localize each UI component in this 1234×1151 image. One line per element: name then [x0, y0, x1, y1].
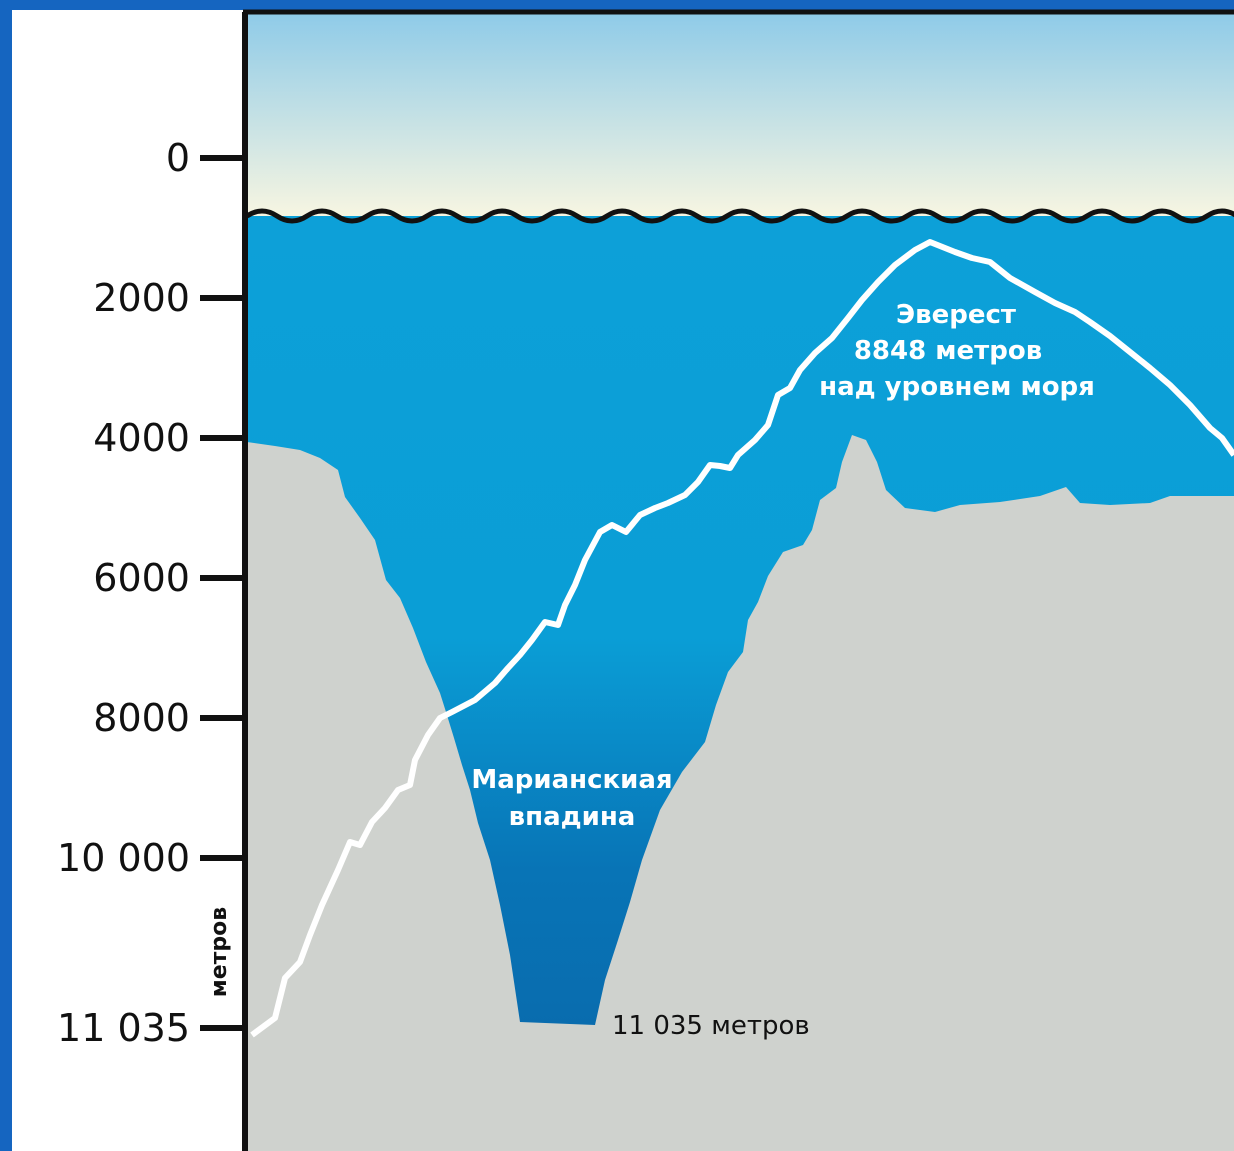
everest-label-line2: 8848 метров [854, 336, 1042, 366]
tick-label-0: 0 [166, 136, 190, 180]
tick-label-8000: 8000 [93, 696, 190, 740]
tick-label-2000: 2000 [93, 276, 190, 320]
tick-label-11035: 11 035 [57, 1006, 190, 1050]
tick-label-10000: 10 000 [57, 836, 190, 880]
everest-label-line1: Эверест [896, 300, 1016, 330]
depth-unit-label: метров [207, 907, 232, 997]
tick-label-4000: 4000 [93, 416, 190, 460]
seabed [247, 435, 1234, 1151]
sky [247, 14, 1234, 224]
trench-label-line1: Марианскиая [471, 765, 672, 795]
everest-outline [250, 239, 1234, 1038]
tick-label-6000: 6000 [93, 556, 190, 600]
max-depth-label: 11 035 метров [612, 1011, 810, 1041]
everest-label-line3: над уровнем моря [819, 372, 1095, 402]
tick-marks [200, 155, 245, 1031]
sea-surface [247, 208, 1234, 224]
trench-label-line2: впадина [509, 802, 636, 832]
